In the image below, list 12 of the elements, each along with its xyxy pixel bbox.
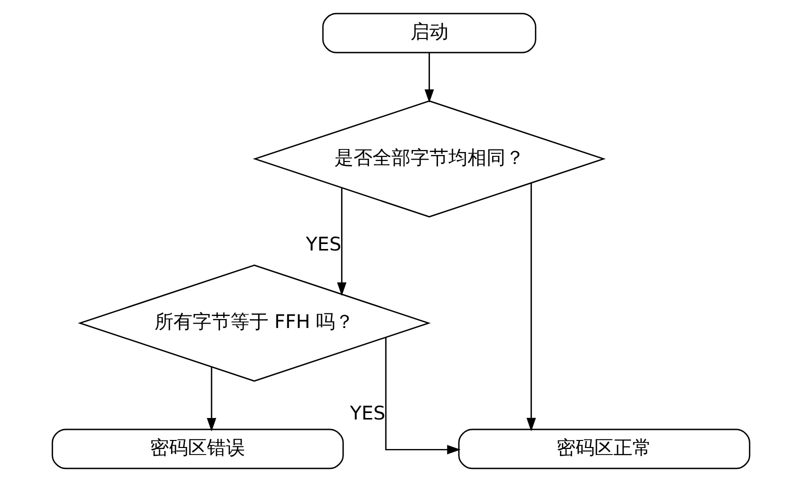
arrow <box>385 338 461 454</box>
edge-label: YES <box>350 403 386 424</box>
node-diamond: 所有字节等于 FFH 吗？ <box>78 264 431 382</box>
arrow <box>424 52 434 103</box>
arrow <box>206 367 216 432</box>
node-box: 启动 <box>322 12 536 54</box>
node-box: 密码区正常 <box>458 428 750 470</box>
node-box: 密码区错误 <box>52 428 344 470</box>
arrow <box>526 183 536 432</box>
node-diamond: 是否全部字节均相同？ <box>252 100 606 218</box>
edge-label: YES <box>306 234 342 256</box>
arrow <box>337 188 346 296</box>
